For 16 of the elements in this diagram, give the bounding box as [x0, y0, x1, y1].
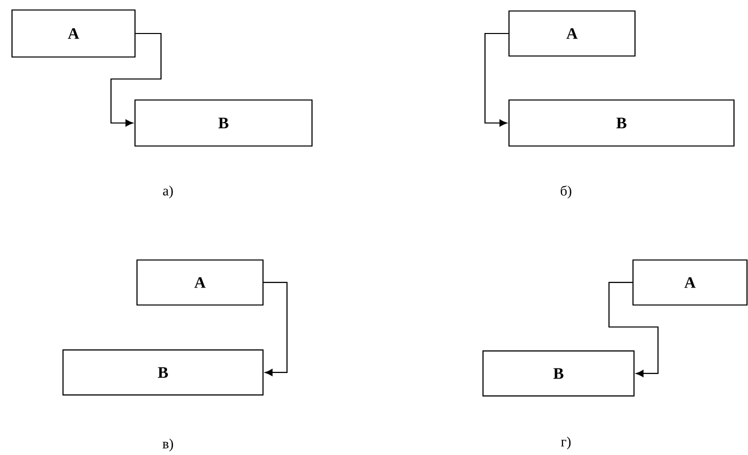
- process-box: A: [632, 259, 748, 306]
- arrow: [484, 32, 508, 126]
- process-box: B: [482, 350, 635, 397]
- process-box: A: [508, 10, 636, 57]
- arrow: [110, 32, 162, 126]
- process-box: A: [136, 259, 264, 306]
- process-box: B: [134, 99, 313, 147]
- arrow: [608, 282, 659, 377]
- arrow: [264, 282, 288, 376]
- panel-label: а): [163, 186, 173, 198]
- panel-label: г): [561, 436, 571, 450]
- process-box: B: [62, 349, 264, 396]
- process-box: A: [11, 9, 136, 58]
- process-box: B: [508, 99, 735, 147]
- panel-label: б): [560, 186, 572, 198]
- panel-label: в): [162, 438, 174, 452]
